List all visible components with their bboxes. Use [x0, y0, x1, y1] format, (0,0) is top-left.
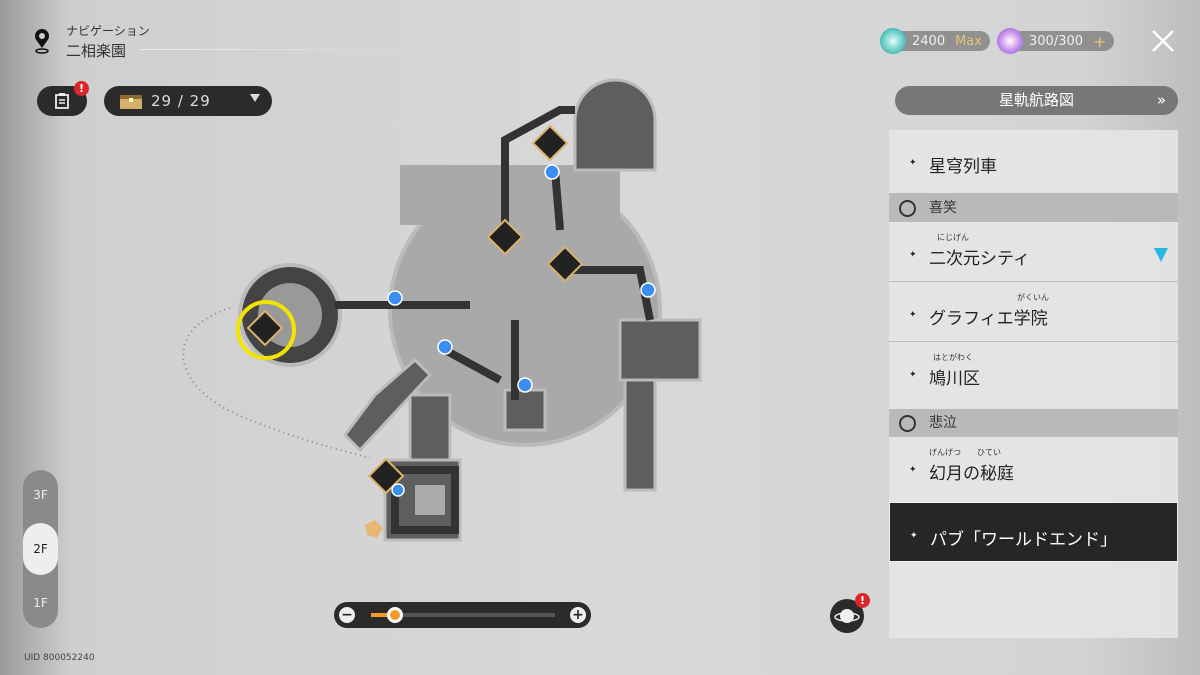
- zoom-control: − +: [334, 602, 591, 628]
- area-name: 二相楽園: [66, 42, 127, 60]
- close-icon[interactable]: [1151, 29, 1175, 53]
- treasure-chest-dropdown[interactable]: 29 / 29: [104, 86, 272, 116]
- highlight-circle: [236, 300, 296, 360]
- notification-badge: !: [855, 593, 870, 608]
- map-corridors: [335, 106, 654, 534]
- planet-button[interactable]: !: [830, 593, 870, 633]
- list-item-moon-garden[interactable]: ✦げんげつ ひてい幻月の秘庭: [909, 448, 1014, 484]
- chest-count: 29 / 29: [151, 92, 211, 110]
- stellar-jade-icon: [880, 28, 906, 54]
- divider: [140, 49, 400, 50]
- space-anchor-icons: [387, 164, 656, 497]
- navigation-label: ナビゲーション: [66, 24, 150, 38]
- user-id: UID 800052240: [24, 653, 95, 663]
- quest-marker-icon: [531, 124, 569, 162]
- section-header-joy: 喜笑: [889, 194, 1178, 222]
- floor-2f-button[interactable]: 2F: [23, 523, 58, 575]
- add-power-button[interactable]: +: [1093, 31, 1107, 51]
- section-header-sorrow: 悲泣: [889, 409, 1178, 437]
- chevron-down-icon: [250, 94, 260, 102]
- list-item-dimension-city[interactable]: ✦にじげん二次元シティ: [889, 222, 1178, 282]
- planet-icon: [834, 609, 860, 623]
- inner-room: [415, 485, 445, 515]
- trailblaze-power-icon: [997, 28, 1023, 54]
- current-location-marker-icon: [1154, 248, 1168, 262]
- floor-selector: 3F 2F 1F: [23, 470, 58, 628]
- quest-marker-icon: [486, 218, 524, 256]
- list-item-astral-express[interactable]: ✦星穹列車: [889, 130, 1178, 194]
- floor-1f-button[interactable]: 1F: [33, 596, 48, 610]
- location-list: ✦星穹列車 喜笑 ✦にじげん二次元シティ ✦がくいんグラフィエ学院 ✦はとがわく…: [889, 130, 1178, 638]
- puzzle-piece-icon: [365, 520, 383, 538]
- zoom-slider-fill: [371, 613, 395, 617]
- quest-marker-icon: [246, 309, 284, 347]
- zoom-slider-handle[interactable]: [386, 607, 403, 623]
- location-pin-icon: [35, 29, 49, 54]
- zoom-out-button[interactable]: −: [339, 607, 355, 623]
- star-rail-map-button[interactable]: 星軌航路図»: [895, 86, 1178, 115]
- mission-log-button[interactable]: !: [37, 81, 89, 116]
- smile-face-icon: [899, 200, 916, 217]
- sad-face-icon: [899, 415, 916, 432]
- double-chevron-right-icon: »: [1156, 91, 1166, 109]
- notification-badge: !: [74, 81, 89, 96]
- resource-trailblaze-power[interactable]: 300/300+: [997, 28, 1115, 54]
- zoom-in-button[interactable]: +: [570, 607, 586, 623]
- quest-marker-icon: [546, 245, 584, 283]
- list-item-hatogawa[interactable]: ✦はとがわく鳩川区: [909, 353, 980, 389]
- zoom-slider-track[interactable]: [371, 613, 555, 617]
- clipboard-icon: [55, 93, 69, 109]
- list-item-graffiti-academy[interactable]: ✦がくいんグラフィエ学院: [889, 282, 1178, 342]
- list-item-pub-world-end[interactable]: ✦パブ「ワールドエンド」: [889, 502, 1178, 562]
- floor-3f-button[interactable]: 3F: [33, 488, 48, 502]
- treasure-chest-icon: [120, 95, 142, 109]
- upper-block: [400, 165, 620, 225]
